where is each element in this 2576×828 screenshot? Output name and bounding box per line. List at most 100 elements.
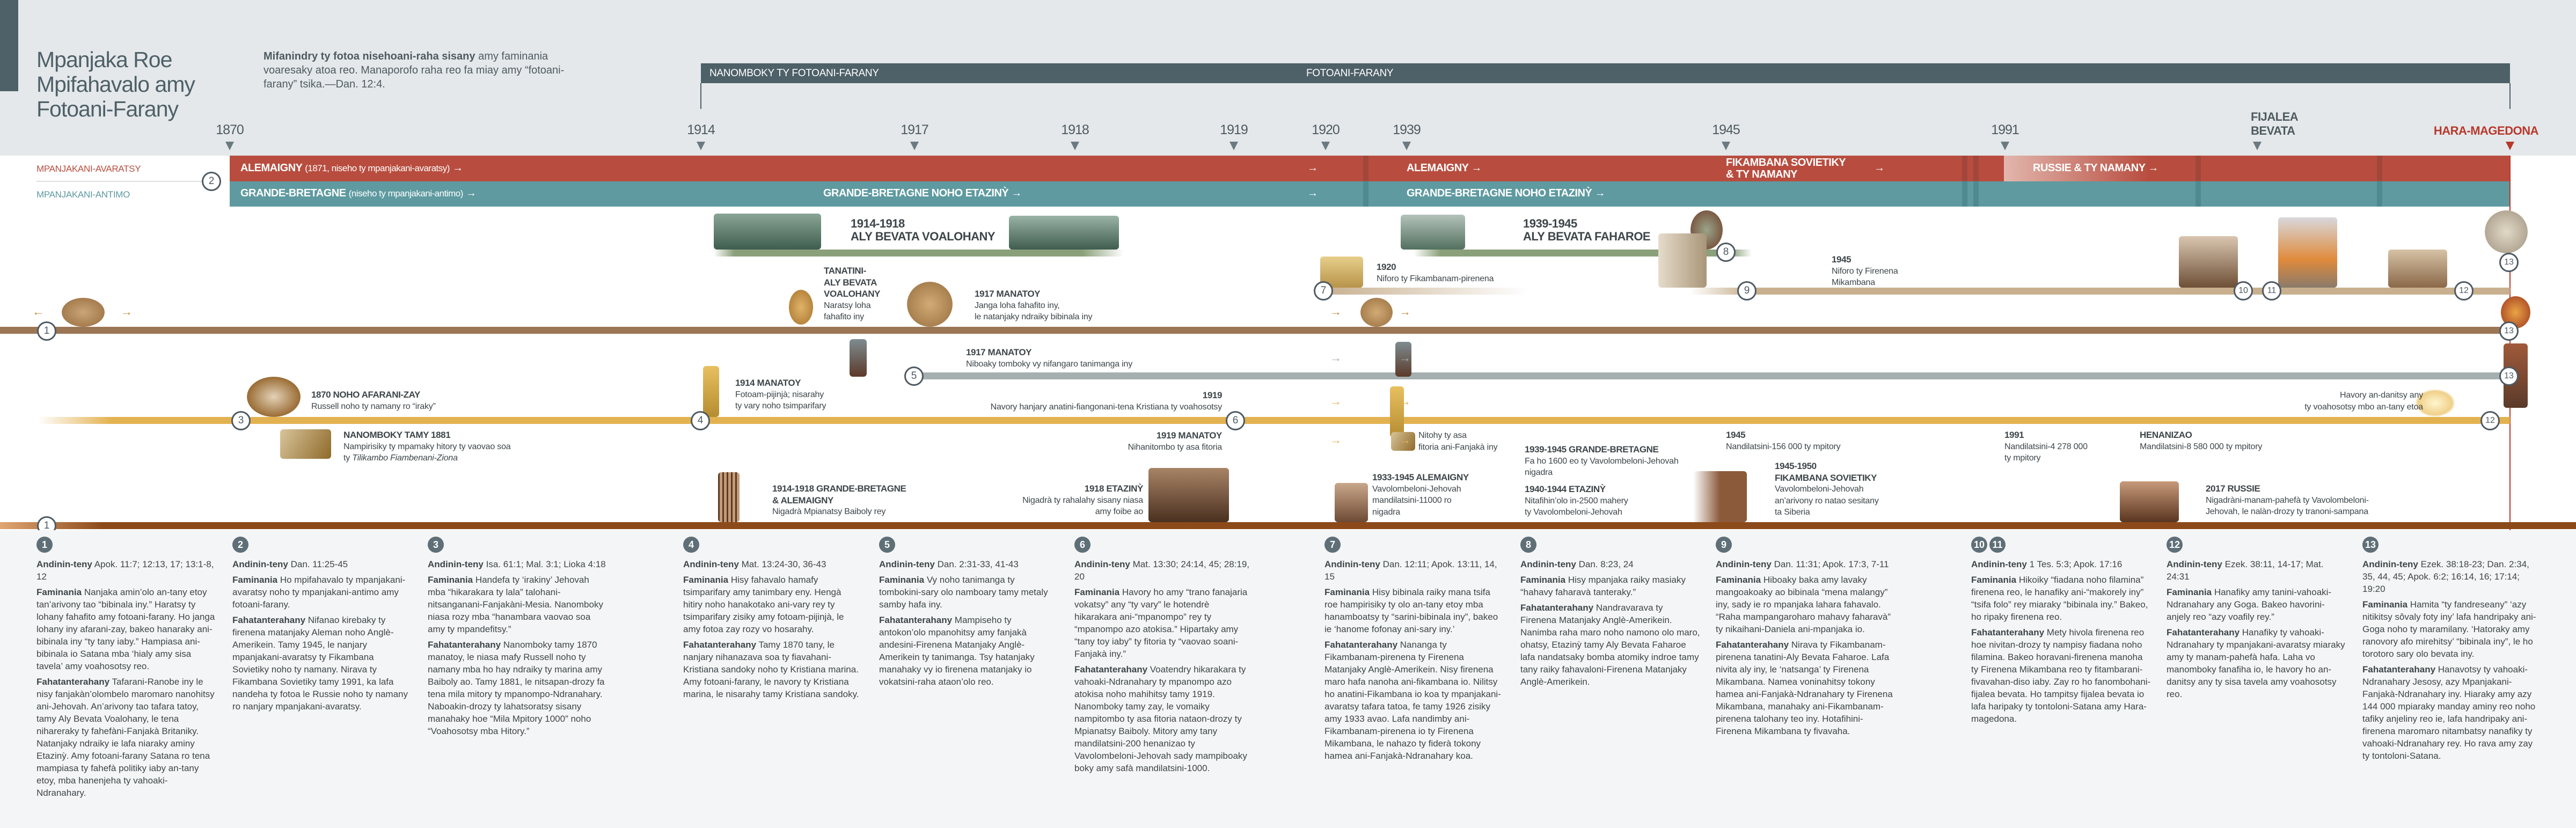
refs-text: Isa. 61:1; Mal. 3:1; Lioka 4:18 (486, 559, 606, 569)
event-text: Nitafihin’olo in-2500 mahery ty Vavolomb… (1525, 496, 1628, 517)
magazine-title: Tilikambo Fiambenani-Ziona (352, 453, 458, 463)
refs-label: Andinin-teny (232, 559, 288, 569)
event-text: Mandilatsini-8 580 000 ty mpitory (2140, 442, 2263, 451)
marker-13: 13 (2499, 367, 2519, 386)
fulfillment-label: Fahatanterahany (232, 615, 306, 625)
event-text: Nandilatsini-156 000 ty mpitory (1726, 442, 1841, 451)
us-ww2-persecution: 1940-1944 ETAZINỲ Nitafihin’olo in-2500 m… (1525, 483, 1628, 518)
prison-bars-illustration (718, 472, 740, 522)
heavenly-light-illustration (2415, 389, 2455, 417)
prophecy-text: Hamita “ty fandreseany” ‘azy nitikitsy s… (2362, 599, 2536, 659)
band-divider (1363, 156, 1368, 207)
column-number: 10 (1971, 537, 1987, 553)
britain-note: (niseho ty mpanjakani-antimo) (348, 188, 464, 199)
event-title: 1917 MANATOY (966, 347, 1032, 357)
fulfillment-text: Nandravarava ty Firenena Matanjaky Anglè… (1520, 603, 1700, 687)
wounded-head-illustration (789, 290, 813, 325)
column-number: 1 (36, 537, 53, 553)
refs-text: Dan. 8:23, 24 (1578, 559, 1634, 569)
column-prophecy: Faminania Ho mpifahavalo ty mpanjakani-a… (232, 574, 412, 611)
column-fulfillment: Fahatanterahany Nananga ty Fikambanam-pi… (1324, 639, 1504, 762)
event-text: Naratsy loha fahafito iny (824, 301, 871, 322)
subtitle-bold: Mifanindry ty fotoa nisehoani-raha sisan… (264, 50, 475, 62)
event-text: Nigadrà ty rahalahy sisany niasa amy foi… (1022, 495, 1143, 517)
column-refs: Andinin-teny Isa. 61:1; Mal. 3:1; Lioka … (428, 558, 608, 570)
refs-text: Dan. 12:11; Apok. 13:11, 14, 15 (1324, 559, 1497, 582)
fulfillment-text: Tafarani-Ranobe iny le nisy fanjakàn’olo… (36, 677, 215, 798)
event-text: Fa ho 1600 eo ty Vavolombeloni-Jehovah n… (1525, 456, 1679, 478)
prophecy-label: Faminania (36, 587, 82, 597)
refs-text: Mat. 13:30; 24:14, 45; 28:19, 20 (1074, 559, 1250, 582)
king-south-angloamerica: GRANDE-BRETAGNE NOHO ETAZINỲ (823, 187, 1022, 200)
marker-12: 12 (2480, 411, 2500, 430)
refs-label: Andinin-teny (1520, 559, 1576, 569)
explanation-panel (0, 530, 2576, 828)
fulfillment-text: Tamy 1870 tany, le nanjary nihanazava so… (683, 640, 859, 699)
column-prophecy: Faminania Hanafiky amy tanini-vahoaki-Nd… (2167, 586, 2346, 623)
king-south-britain: GRANDE-BRETAGNE (niseho ty mpanjakani-an… (240, 187, 476, 200)
marker-13: 13 (2499, 321, 2519, 341)
wild-beast-illustration (1360, 298, 1393, 327)
year-1919: 1919 (1220, 122, 1248, 137)
fulfillment-label: Fahatanterahany (683, 640, 757, 650)
event-text: Nigadràni-manam-pahefà ty Vavolombeloni-… (2206, 495, 2369, 517)
fulfillment-label: Fahatanterahany (1716, 640, 1789, 650)
arrow-right-icon: → (1399, 394, 1411, 408)
prophecy-label: Faminania (879, 575, 925, 585)
year-marker-icon (1071, 142, 1079, 150)
healed-beast-illustration (907, 282, 953, 327)
fulfillment-text: Hanavotsy ty vahoaki-Ndranahary Jesosy, … (2362, 664, 2536, 761)
event-title: 1940-1944 ETAZINỲ (1525, 484, 1606, 494)
fulfillment-text: Nananga ty Fikambanam-pirenena ty Firene… (1324, 640, 1501, 761)
white-horse-rider-illustration (2485, 210, 2528, 253)
prophecy-text: Hikoiky “fiadana noho filamina” firenena… (1971, 575, 2148, 622)
column-prophecy: Faminania Hiboaky baka amy lavaky mangoa… (1716, 574, 1896, 635)
league-line (1323, 288, 1527, 295)
column-refs: Andinin-teny 1 Tes. 5:3; Apok. 17:16 (1971, 558, 2151, 570)
fulfillment-label: Fahatanterahany (2362, 664, 2436, 675)
germany-note: (1871, niseho ty mpanjakani-avaratsy) (305, 163, 450, 173)
subtitle-text: amy faminania voaresaky atoa reo. Manapo… (264, 50, 565, 90)
column-refs: Andinin-teny Dan. 8:23, 24 (1520, 558, 1700, 570)
column-refs: Andinin-teny Dan. 12:11; Apok. 13:11, 14… (1324, 558, 1504, 583)
band-divider (1973, 156, 1979, 207)
column-number: 6 (1074, 537, 1091, 553)
marker-13: 13 (2499, 253, 2519, 272)
king-north-germany-2: ALEMAIGNY (1407, 162, 1482, 174)
event-title: 1945-1950 FIKAMBANA SOVIETIKY (1775, 461, 1877, 483)
column-prophecy: Faminania Handefa ty ‘irakiny’ Jehovah m… (428, 574, 608, 635)
prophecy-label: Faminania (1074, 587, 1120, 597)
year-marker-icon (2001, 142, 2009, 150)
fulfillment-label: Fahatanterahany (428, 640, 501, 650)
fulfillment-label: Fahatanterahany (36, 677, 110, 687)
column-fulfillment: Fahatanterahany Mampiseho ty antokon’olo… (879, 614, 1059, 688)
band-main-label: FOTOANI-FARANY (1306, 68, 1394, 79)
column-prophecy: Faminania Hikoiky “fiadana noho filamina… (1971, 574, 2151, 623)
band-end-line (2509, 83, 2511, 109)
page-title: Mpanjaka Roe Mpifahavalo amy Fotoani-Far… (36, 47, 195, 121)
refs-text: Apok. 11:7; 12:13, 17; 13:1-8, 12 (36, 559, 214, 582)
column-number: 13 (2362, 537, 2379, 553)
refs-text: Dan. 11:25-45 (290, 559, 348, 569)
event-title: 1939-1945 GRANDE-BRETAGNE (1525, 444, 1659, 455)
event-text: Nigadrà Mpianatsy Baiboly rey (772, 507, 886, 516)
fulfillment-text: Mampiseho ty antokon’olo mpanohitsy amy … (879, 615, 1035, 687)
continue-preaching-text: Nitohy ty asa fitoria ani-Fanjakà iny (1418, 431, 1498, 452)
marker-11: 11 (2262, 281, 2281, 301)
iron-clay-feet-illustration (1395, 342, 1411, 377)
arrow-right-icon: → (1399, 305, 1411, 318)
column-prophecy: Faminania Vy noho tanimanga ty tombokini… (879, 574, 1059, 611)
